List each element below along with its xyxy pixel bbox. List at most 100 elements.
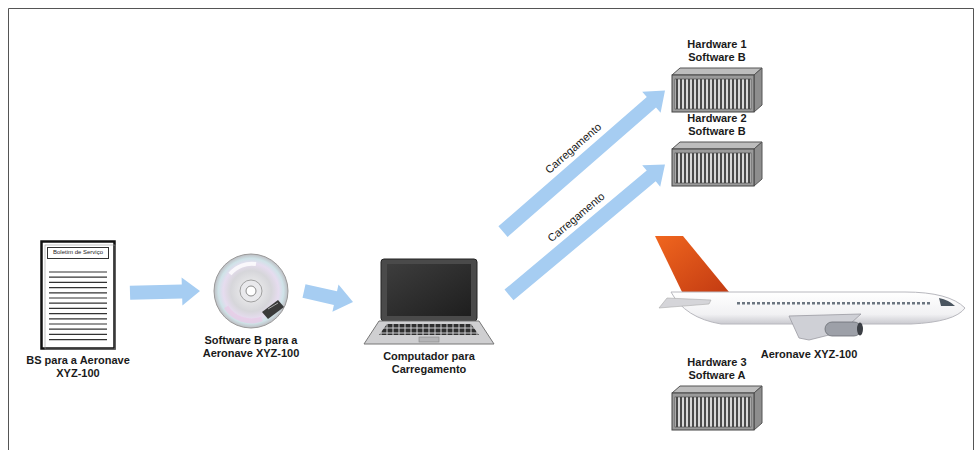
plane-illustration-part-part — [872, 302, 875, 305]
frame-border — [9, 9, 974, 450]
rack-node: Hardware 1 Software B — [665, 38, 769, 113]
plane-illustration-part-part — [912, 302, 915, 305]
plane-illustration-part-part — [782, 302, 785, 305]
rack-node: Hardware 2 Software B — [665, 112, 769, 187]
plane-illustration-part-part — [787, 302, 790, 305]
plane-illustration-part-part — [792, 302, 795, 305]
rack-illustration-part-part — [672, 75, 754, 112]
doc-illustration-part-part — [49, 308, 107, 309]
laptop-illustration — [363, 258, 495, 346]
cd-illustration-part — [212, 252, 290, 330]
cd-illustration-part-part — [262, 300, 284, 319]
plane-illustration-part-part — [927, 302, 930, 305]
plane-illustration-part-part — [752, 302, 755, 305]
plane-illustration-part-part — [917, 302, 920, 305]
doc-illustration-part-part — [49, 318, 107, 319]
plane-illustration-part-part — [747, 302, 750, 305]
node-caption: Software B para a Aeronave XYZ-100 — [195, 334, 307, 360]
laptop-node: Computador para Carregamento — [362, 258, 496, 376]
plane-illustration-part-part — [842, 302, 845, 305]
plane-illustration-part-part — [897, 302, 900, 305]
plane-illustration-part-part — [882, 302, 885, 305]
rack-illustration — [671, 385, 763, 431]
plane-illustration-part-part — [939, 298, 955, 306]
plane-illustration-part-part — [817, 302, 820, 305]
plane-illustration-part-part — [862, 302, 865, 305]
plane-illustration-part-part — [797, 302, 800, 305]
rack-illustration-part-part — [754, 68, 762, 112]
plane-illustration-part-part — [742, 302, 745, 305]
rack-illustration — [671, 141, 763, 187]
rack-illustration-part — [671, 67, 763, 113]
node-caption: Computador para Carregamento — [362, 350, 496, 376]
laptop-illustration-part-part — [379, 324, 479, 335]
doc-illustration: Boletim de Serviço — [40, 240, 116, 350]
plane-illustration-part-part — [887, 302, 890, 305]
laptop-illustration-part-part — [419, 337, 439, 342]
plane-illustration-part-part — [737, 302, 740, 305]
doc-illustration-part-part — [49, 287, 107, 288]
doc-illustration-part-part — [49, 339, 107, 340]
plane-illustration-part-part — [892, 302, 895, 305]
doc-illustration-part-part — [49, 313, 107, 314]
cd-illustration-part-part — [226, 307, 262, 321]
laptop-illustration-part — [363, 258, 495, 346]
plane-illustration-part-part — [757, 302, 760, 305]
plane-illustration — [649, 232, 969, 344]
plane-illustration-part-part — [847, 302, 850, 305]
plane-illustration-part-part — [902, 302, 905, 305]
doc-illustration-part-part — [49, 277, 107, 278]
plane-illustration-part-part — [867, 302, 870, 305]
plane-illustration-part-part — [907, 302, 910, 305]
rack-illustration-part-part — [675, 153, 751, 183]
node-caption: BS para a Aeronave XYZ-100 — [24, 354, 132, 380]
cd-illustration-part-part — [240, 280, 262, 302]
block-arrow — [303, 284, 354, 312]
hardware-label: Hardware 1 Software B — [665, 38, 769, 64]
plane-illustration-part-part — [812, 302, 815, 305]
plane-illustration-part-part — [802, 302, 805, 305]
hardware-label: Hardware 3 Software A — [665, 356, 769, 382]
plane-illustration-part-part — [822, 302, 825, 305]
doc-node: Boletim de Serviço BS para a Aeronave XYZ… — [24, 240, 132, 380]
plane-node: Aeronave XYZ-100 — [648, 232, 970, 361]
doc-illustration-part-part — [49, 282, 107, 283]
plane-illustration-part-part — [827, 302, 830, 305]
plane-illustration-part-part — [857, 302, 860, 305]
plane-illustration-part-part — [837, 302, 840, 305]
cd-illustration-part-part — [268, 303, 278, 309]
rack-illustration-part-part — [672, 142, 762, 149]
laptop-illustration-part-part — [364, 321, 494, 344]
plane-illustration-part-part — [659, 298, 711, 308]
block-arrow — [130, 278, 200, 306]
doc-illustration-part-part — [49, 329, 107, 330]
plane-illustration-part-part — [857, 323, 863, 336]
rack-illustration-part-part — [675, 79, 751, 109]
cd-illustration-part-part — [214, 254, 288, 328]
plane-illustration-part-part — [807, 302, 810, 305]
rack-illustration-part-part — [754, 386, 762, 430]
doc-illustration-part-part — [49, 323, 107, 324]
plane-illustration-part-part — [789, 314, 861, 340]
plane-illustration-part-part — [772, 302, 775, 305]
block-arrow — [505, 164, 666, 300]
rack-illustration — [671, 67, 763, 113]
rack-illustration-part-part — [672, 393, 754, 430]
plane-illustration-part-part — [777, 302, 780, 305]
laptop-illustration-part-part — [387, 264, 471, 316]
plane-illustration-part-part — [767, 302, 770, 305]
doc-illustration-part-part — [49, 292, 107, 293]
rack-illustration-part-part — [675, 397, 751, 427]
plane-illustration-part-part — [832, 302, 835, 305]
plane-illustration-part-part — [922, 302, 925, 305]
node-caption: Aeronave XYZ-100 — [761, 348, 858, 361]
laptop-illustration-part-part — [381, 259, 477, 321]
cd-illustration — [212, 252, 290, 330]
rack-illustration-part — [671, 141, 763, 187]
plane-illustration-part-part — [762, 302, 765, 305]
doc-illustration-part-part — [49, 297, 107, 298]
cd-node: Software B para a Aeronave XYZ-100 — [195, 252, 307, 360]
